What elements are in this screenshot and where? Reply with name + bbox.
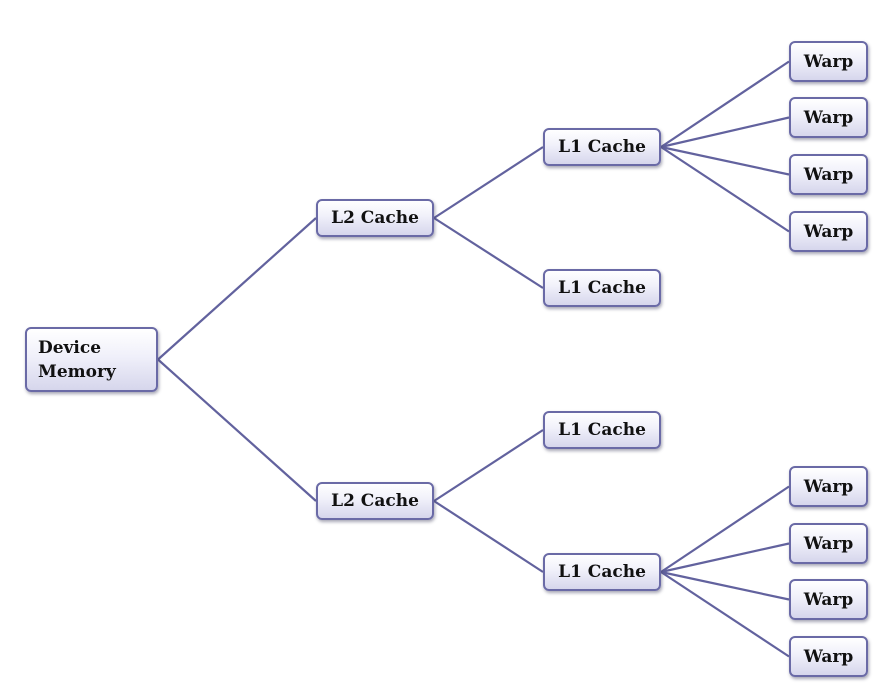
warp-node-8: Warp — [789, 636, 868, 677]
edge-l2_bottom-l1_d — [433, 500, 544, 573]
edge-root-l2_top — [157, 217, 317, 361]
l1-cache-node-3: L1 Cache — [543, 411, 661, 449]
edge-l2_top-l1_a — [433, 146, 544, 219]
warp-node-4: Warp — [789, 211, 868, 252]
edge-l2_top-l1_b — [433, 217, 544, 289]
l1-cache-node-1: L1 Cache — [543, 128, 661, 166]
warp-node-2: Warp — [789, 97, 868, 138]
edge-root-l2_bottom — [157, 358, 317, 502]
warp-node-5: Warp — [789, 466, 868, 507]
edge-l2_bottom-l1_c — [433, 429, 544, 502]
edge-l1_d-w8 — [660, 571, 790, 658]
warp-node-7: Warp — [789, 579, 868, 620]
edge-l1_d-w5 — [660, 485, 790, 573]
edge-l1_d-w7 — [660, 570, 790, 601]
warp-node-1: Warp — [789, 41, 868, 82]
l2-cache-node-top: L2 Cache — [316, 199, 434, 237]
warp-node-3: Warp — [789, 154, 868, 195]
edge-l1_d-w6 — [660, 542, 790, 574]
edge-l1_a-w2 — [660, 116, 790, 149]
edge-l1_a-w1 — [660, 60, 790, 148]
device-memory-node: Device Memory — [25, 327, 158, 392]
l2-cache-node-bottom: L2 Cache — [316, 482, 434, 520]
edge-l1_a-w3 — [660, 145, 790, 176]
l1-cache-node-4: L1 Cache — [543, 553, 661, 591]
edge-l1_a-w4 — [660, 146, 790, 233]
warp-node-6: Warp — [789, 523, 868, 564]
l1-cache-node-2: L1 Cache — [543, 269, 661, 307]
